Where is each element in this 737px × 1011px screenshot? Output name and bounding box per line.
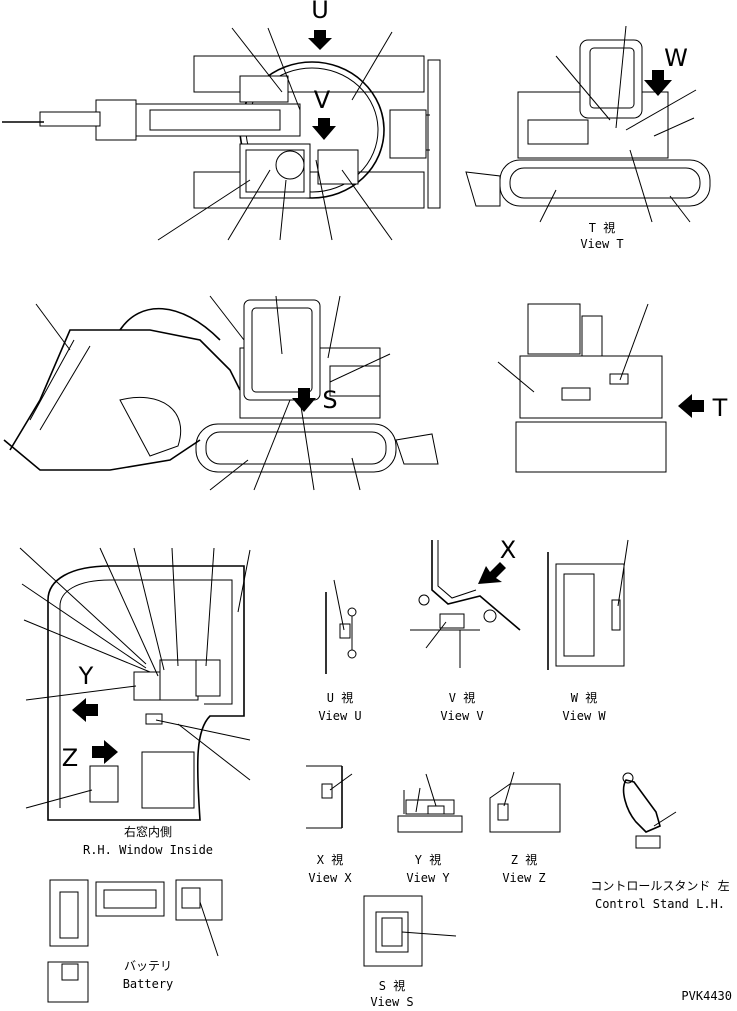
caption-control-stand-jp: コントロールスタンド 左 (590, 878, 729, 893)
marker-s: S (322, 386, 337, 414)
arrow-left-icon (678, 394, 704, 418)
view-z-drawing (489, 771, 561, 833)
view-w-drawing (547, 539, 629, 670)
caption-control-stand-en: Control Stand L.H. (595, 897, 725, 911)
arrow-right-icon (92, 740, 118, 764)
caption-view-x-jp: X 視 (317, 852, 343, 867)
marker-u: U (311, 0, 329, 24)
caption-view-s-en: View S (370, 995, 413, 1009)
caption-view-w-en: View W (562, 709, 606, 723)
view-y-drawing (397, 773, 463, 833)
view-u-drawing (325, 579, 357, 674)
view-x-drawing (306, 765, 353, 829)
caption-view-s-jp: S 視 (379, 978, 405, 993)
caption-view-v-en: View V (440, 709, 483, 723)
arrow-down-icon (292, 388, 316, 412)
caption-view-v-jp: V 視 (449, 690, 475, 705)
rh-window-drawing (19, 547, 251, 821)
top-view-drawing (2, 27, 441, 241)
marker-x: X (500, 536, 516, 564)
drawing-id: PVK4430 (681, 989, 732, 1003)
caption-view-y-jp: Y 視 (415, 852, 441, 867)
view-t-drawing (465, 25, 711, 223)
arrow-down-icon (308, 30, 332, 50)
caption-view-t-jp: T 視 (589, 220, 615, 235)
rear-view-drawing (497, 303, 667, 473)
caption-view-t-en: View T (580, 237, 623, 251)
marker-y: Y (78, 662, 94, 690)
caption-view-u-en: View U (318, 709, 361, 723)
caption-view-w-jp: W 視 (571, 690, 597, 705)
caption-view-z-en: View Z (502, 871, 545, 885)
control-stand-drawing (622, 772, 677, 849)
marker-w: W (664, 44, 688, 72)
caption-rh-window-jp: 右窓内側 (124, 824, 172, 839)
arrow-down-icon (312, 118, 336, 140)
marker-t: T (712, 394, 728, 422)
caption-view-y-en: View Y (406, 871, 450, 885)
caption-view-u-jp: U 視 (327, 690, 353, 705)
side-view-drawing (3, 295, 439, 491)
caption-battery-jp: バッテリ (124, 959, 172, 973)
marker-v: V (314, 86, 331, 114)
arrow-down-icon (644, 70, 672, 96)
arrow-down-left-icon (478, 562, 506, 584)
caption-view-z-jp: Z 視 (511, 852, 537, 867)
caption-battery-en: Battery (123, 977, 174, 991)
caption-rh-window-en: R.H. Window Inside (83, 843, 213, 857)
caption-view-x-en: View X (308, 871, 352, 885)
view-s-drawing (363, 895, 457, 967)
arrow-left-icon (72, 698, 98, 722)
view-v-drawing (410, 540, 521, 668)
battery-drawing (47, 879, 223, 1003)
marker-z: Z (62, 744, 78, 772)
